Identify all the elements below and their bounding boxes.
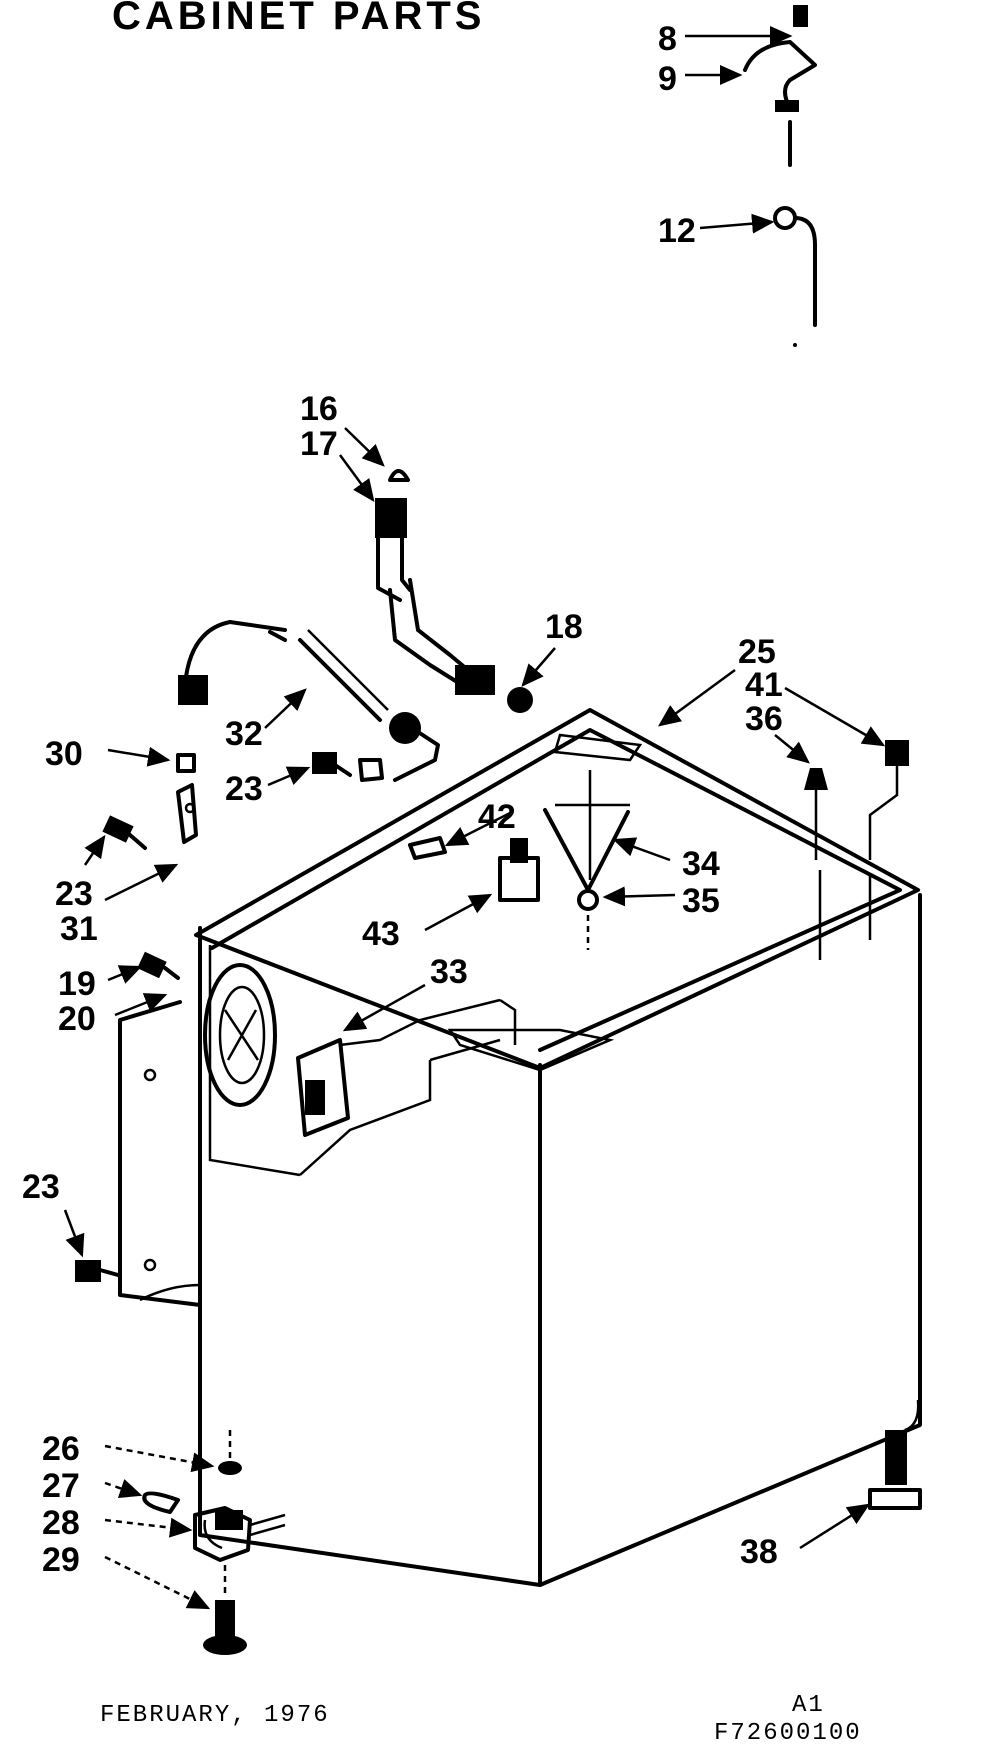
callout-23-lower: 23 bbox=[22, 1168, 60, 1206]
foot-assembly-26-29 bbox=[142, 1430, 286, 1655]
parts-30-31 bbox=[102, 753, 198, 850]
callout-labels: 8 9 12 16 17 18 25 41 36 30 32 23 42 23 … bbox=[22, 20, 783, 1579]
part-23-screw-lower bbox=[75, 1260, 120, 1282]
cabinet-body bbox=[194, 708, 922, 1587]
callout-16: 16 bbox=[300, 390, 338, 428]
control-panel-mount bbox=[203, 963, 277, 1107]
part-32-hose bbox=[178, 620, 440, 782]
callout-23-left: 23 bbox=[55, 875, 93, 913]
part-43-clip bbox=[498, 838, 540, 902]
callout-41: 41 bbox=[745, 666, 783, 704]
callout-9: 9 bbox=[658, 60, 677, 98]
part-38-leveling-leg bbox=[868, 1430, 922, 1510]
footer-date: FEBRUARY, 1976 bbox=[100, 1702, 330, 1729]
callout-18: 18 bbox=[545, 608, 583, 646]
callout-29: 29 bbox=[42, 1541, 80, 1579]
top-bracket-8-9-12 bbox=[743, 5, 817, 347]
callout-38: 38 bbox=[740, 1533, 778, 1571]
callout-20: 20 bbox=[58, 1000, 96, 1038]
fill-hose bbox=[375, 469, 533, 713]
callout-30: 30 bbox=[45, 735, 83, 773]
diagram-title: CABINET PARTS bbox=[112, 0, 486, 38]
callout-31: 31 bbox=[60, 910, 98, 948]
callout-32: 32 bbox=[225, 715, 263, 753]
footer-part-code: F72600100 bbox=[714, 1720, 862, 1747]
part-33-switch bbox=[296, 998, 517, 1137]
parts-36-41 bbox=[804, 740, 909, 860]
side-panel bbox=[118, 1000, 202, 1307]
callout-43: 43 bbox=[362, 915, 400, 953]
part-34-support bbox=[543, 770, 630, 950]
callout-33: 33 bbox=[430, 953, 468, 991]
leader-lines bbox=[63, 26, 886, 1610]
callout-12: 12 bbox=[658, 212, 696, 250]
callout-36: 36 bbox=[745, 700, 783, 738]
part-23-screw-upper bbox=[312, 752, 352, 777]
callout-27: 27 bbox=[42, 1467, 80, 1505]
callout-23-upper: 23 bbox=[225, 770, 263, 808]
callout-26: 26 bbox=[42, 1430, 80, 1468]
part-42-pin bbox=[408, 836, 447, 860]
callout-28: 28 bbox=[42, 1504, 80, 1542]
callout-8: 8 bbox=[658, 20, 677, 58]
callout-25: 25 bbox=[738, 633, 776, 671]
callout-19: 19 bbox=[58, 965, 96, 1003]
callout-17: 17 bbox=[300, 425, 338, 463]
callout-42: 42 bbox=[478, 798, 516, 836]
footer-sheet-number: A1 bbox=[792, 1692, 825, 1719]
part-19-screw bbox=[137, 951, 180, 980]
callout-35: 35 bbox=[682, 882, 720, 920]
callout-34: 34 bbox=[682, 845, 720, 883]
cabinet-top-frame bbox=[208, 733, 872, 1177]
